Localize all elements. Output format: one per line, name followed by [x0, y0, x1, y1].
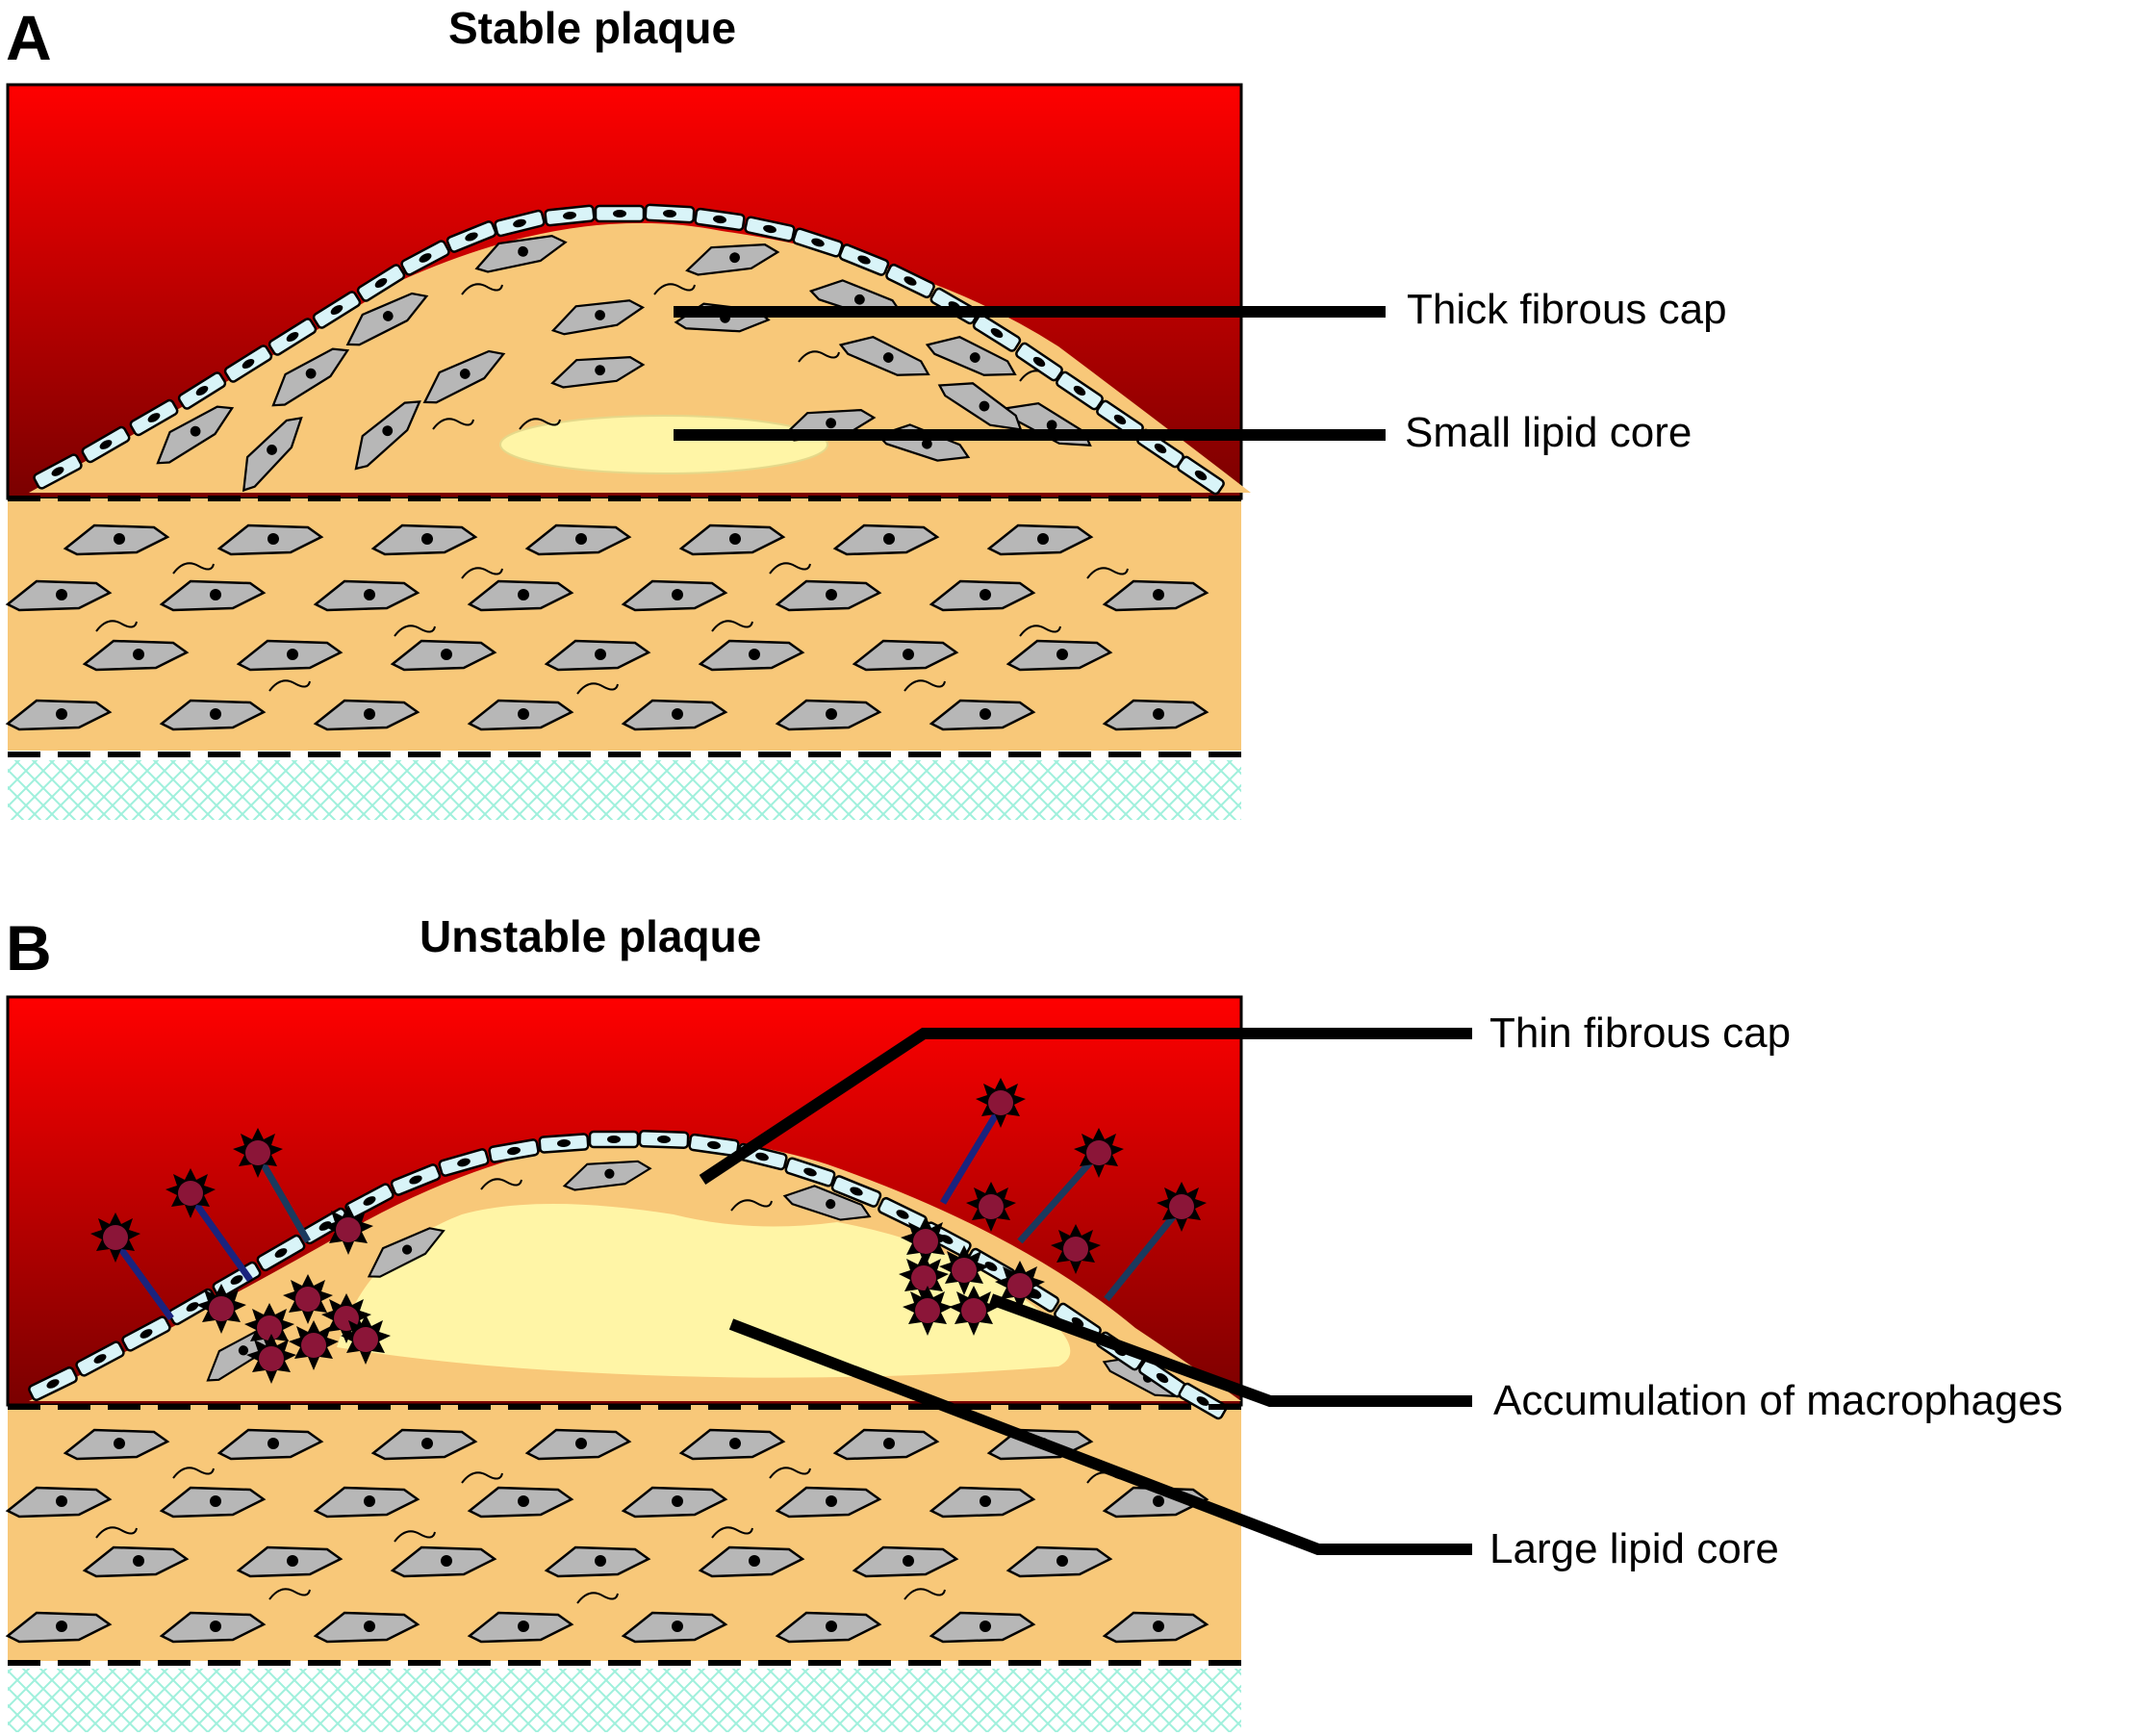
panel-b-adventitia [8, 1669, 1241, 1732]
label-thin-fibrous-cap: Thin fibrous cap [1489, 1009, 1792, 1057]
panel-a-illustration [6, 83, 1386, 820]
panel-b-lipid-core [337, 1204, 1071, 1378]
panel-b-title: Unstable plaque [420, 911, 762, 961]
panel-b-macrophages [90, 1078, 1207, 1384]
leader-large-lipid-core [728, 1318, 1472, 1555]
label-thick-fibrous-cap: Thick fibrous cap [1407, 286, 1727, 333]
panel-b-illustration [6, 995, 1472, 1732]
leader-thin-fibrous-cap [699, 1028, 1472, 1186]
panel-a-adventitia [8, 760, 1241, 820]
panel-b-letter: B [6, 912, 52, 983]
leader-accumulation-of-macrophages [988, 1293, 1472, 1407]
panel-a-letter: A [6, 2, 52, 73]
panel-a-title: Stable plaque [448, 3, 737, 53]
label-small-lipid-core: Small lipid core [1405, 409, 1693, 456]
label-large-lipid-core: Large lipid core [1489, 1525, 1779, 1572]
label-accumulation-of-macrophages: Accumulation of macrophages [1493, 1377, 2063, 1424]
